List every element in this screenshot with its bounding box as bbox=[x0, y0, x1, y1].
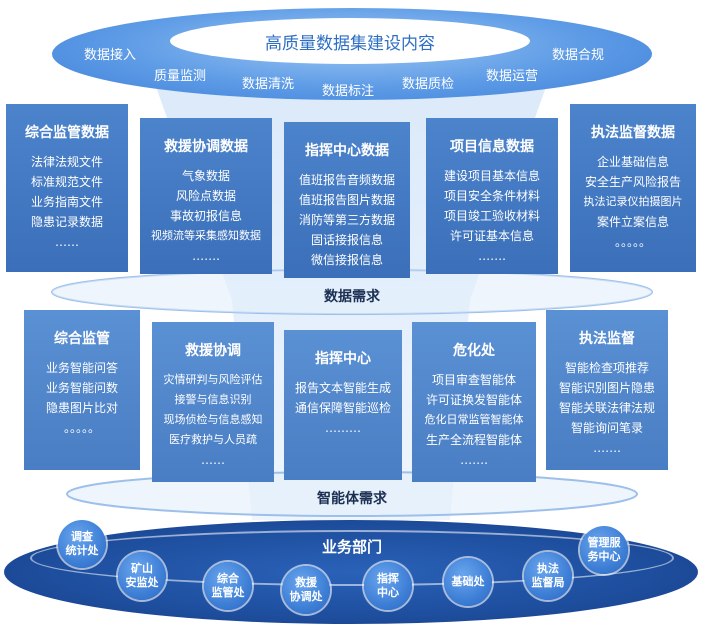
panel-line: 医疗救护与人员疏 bbox=[169, 433, 257, 446]
panel-line: 许可证基本信息 bbox=[449, 229, 534, 243]
panel-title: 执法监督 bbox=[579, 331, 635, 347]
panel-line: 建设项目基本信息 bbox=[443, 169, 540, 183]
panel-line: 通信保障智能巡检 bbox=[294, 401, 391, 415]
panel-line: 项目安全条件材料 bbox=[443, 189, 540, 203]
panel-line: 安全生产风险报告 bbox=[584, 175, 681, 189]
agent-panel-rescue: 救援协调 灾情研判与风险评估 接警与信息识别 现场侦检与信息感知 医疗救护与人员… bbox=[152, 322, 274, 482]
panel-line: 微信接报信息 bbox=[310, 253, 383, 267]
data-panel-rescue: 救援协调数据 气象数据 风险点数据 事故初报信息 视频流等采集感知数据 ……. bbox=[140, 118, 272, 274]
panel-line: ……. bbox=[192, 249, 220, 263]
panel-line: 企业基础信息 bbox=[596, 155, 669, 169]
panel-line: 固话接报信息 bbox=[310, 233, 383, 247]
dept-investigation-statistics: 调查 统计处 bbox=[58, 520, 106, 568]
panel-line: 。。。。。 bbox=[614, 235, 651, 249]
agent-requirements-label: 智能体需求 bbox=[317, 491, 387, 507]
dept-command-center: 指挥 中心 bbox=[364, 562, 412, 610]
panel-title: 执法监督数据 bbox=[591, 125, 675, 141]
panel-line: 执法记录仪拍摄图片 bbox=[583, 195, 683, 208]
panel-line: 智能识别图片隐患 bbox=[558, 381, 655, 395]
top-item-data-inspection: 数据质检 bbox=[402, 77, 455, 92]
dept-mine-safety: 矿山 安监处 bbox=[118, 552, 166, 600]
data-requirements-label: 数据需求 bbox=[324, 289, 380, 305]
panel-line: 隐患记录数据 bbox=[30, 215, 103, 229]
dept-label: 矿山 安监处 bbox=[125, 562, 159, 589]
panel-line: 事故初报信息 bbox=[169, 209, 242, 223]
panel-line: 业务智能问数 bbox=[45, 381, 118, 395]
dept-label: 救援 协调处 bbox=[289, 576, 323, 603]
dept-label: 综合 监管处 bbox=[211, 572, 245, 599]
panel-title: 指挥中心 bbox=[315, 351, 371, 367]
data-panel-enforcement: 执法监督数据 企业基础信息 安全生产风险报告 执法记录仪拍摄图片 案件立案信息 … bbox=[570, 104, 696, 272]
agent-panel-supervision: 综合监管 业务智能问答 业务智能问数 隐患图片比对 。。。。。 bbox=[24, 310, 140, 470]
panel-line: 法律法规文件 bbox=[30, 155, 103, 169]
panel-line: ……. bbox=[460, 453, 488, 467]
panel-title: 救援协调数据 bbox=[164, 139, 248, 155]
panel-line: 接警与信息识别 bbox=[174, 393, 252, 406]
panel-line: 许可证换发智能体 bbox=[425, 393, 522, 407]
panel-line: 危化日常监管智能体 bbox=[424, 413, 524, 426]
panel-line: 风险点数据 bbox=[175, 189, 236, 203]
panel-line: ……. bbox=[478, 249, 506, 263]
panel-line: 值班报告图片数据 bbox=[298, 193, 395, 207]
dept-label: 基础处 bbox=[451, 575, 485, 588]
panel-line: ……. bbox=[593, 441, 621, 455]
panel-line: 现场侦检与信息感知 bbox=[163, 413, 263, 426]
data-panel-command: 指挥中心数据 值班报告音频数据 值班报告图片数据 消防等第三方数据 固话接报信息… bbox=[284, 122, 410, 278]
top-item-data-access: 数据接入 bbox=[84, 48, 137, 63]
panel-line: 隐患图片比对 bbox=[45, 401, 118, 415]
panel-title: 危化处 bbox=[453, 343, 495, 359]
panel-line: 值班报告音频数据 bbox=[298, 173, 395, 187]
panel-title: 综合监管数据 bbox=[25, 125, 109, 141]
panel-line: 。。。。。 bbox=[63, 421, 100, 435]
panel-line: 案件立案信息 bbox=[596, 215, 669, 229]
panel-title: 指挥中心数据 bbox=[305, 143, 389, 159]
dept-comprehensive-supervision: 综合 监管处 bbox=[204, 562, 252, 610]
top-item-data-cleaning: 数据清洗 bbox=[242, 77, 295, 92]
dept-law-enforcement-bureau: 执法 监督局 bbox=[524, 552, 572, 600]
data-panel-supervision: 综合监管数据 法律法规文件 标准规范文件 业务指南文件 隐患记录数据 …… bbox=[6, 104, 128, 272]
panel-line: …… bbox=[55, 235, 79, 249]
panel-line: 业务指南文件 bbox=[30, 195, 103, 209]
panel-line: 标准规范文件 bbox=[30, 175, 103, 189]
panel-title: 综合监管 bbox=[54, 331, 110, 347]
dept-label: 执法 监督局 bbox=[531, 562, 565, 589]
agent-panel-hazchem: 危化处 项目审查智能体 许可证换发智能体 危化日常监管智能体 生产全流程智能体 … bbox=[412, 322, 536, 482]
panel-line: 业务智能问答 bbox=[45, 361, 118, 375]
panel-line: 项目审查智能体 bbox=[431, 373, 516, 387]
top-item-data-compliance: 数据合规 bbox=[552, 48, 605, 63]
content-title: 高质量数据集建设内容 bbox=[265, 33, 435, 54]
departments-title: 业务部门 bbox=[321, 538, 382, 556]
agent-panel-enforcement: 执法监督 智能检查项推荐 智能识别图片隐患 智能关联法律法规 智能询问笔录 ……… bbox=[546, 310, 668, 470]
panel-line: 生产全流程智能体 bbox=[425, 433, 522, 447]
panel-line: 气象数据 bbox=[181, 169, 230, 183]
panel-line: 视频流等采集感知数据 bbox=[151, 229, 261, 242]
agent-panel-command: 指挥中心 报告文本智能生成 通信保障智能巡检 ……… bbox=[284, 330, 402, 480]
top-item-quality-monitoring: 质量监测 bbox=[154, 69, 207, 84]
departments-ring bbox=[30, 530, 674, 586]
panel-line: 智能检查项推荐 bbox=[564, 361, 649, 375]
top-item-data-labeling: 数据标注 bbox=[322, 84, 375, 99]
panel-line: 智能关联法律法规 bbox=[558, 401, 655, 415]
panel-line: 报告文本智能生成 bbox=[294, 381, 391, 395]
content-title-area bbox=[170, 18, 530, 64]
panel-title: 项目信息数据 bbox=[450, 139, 534, 155]
panel-line: 灾情研判与风险评估 bbox=[163, 373, 263, 386]
dept-label: 指挥 中心 bbox=[377, 572, 399, 599]
panel-line: …… bbox=[201, 453, 225, 467]
top-item-data-operation: 数据运营 bbox=[486, 69, 539, 84]
panel-line: 消防等第三方数据 bbox=[298, 213, 395, 227]
dept-label: 调查 统计处 bbox=[65, 530, 99, 557]
dept-foundation: 基础处 bbox=[444, 558, 492, 606]
panel-line: ……… bbox=[325, 421, 361, 435]
dept-label: 管理服 务中心 bbox=[587, 536, 621, 563]
dept-rescue-coordination: 救援 协调处 bbox=[282, 566, 330, 614]
panel-line: 项目竣工验收材料 bbox=[443, 209, 540, 223]
dept-management-service-center: 管理服 务中心 bbox=[580, 526, 628, 574]
panel-line: 智能询问笔录 bbox=[570, 421, 643, 435]
panel-title: 救援协调 bbox=[185, 343, 241, 359]
data-panel-project: 项目信息数据 建设项目基本信息 项目安全条件材料 项目竣工验收材料 许可证基本信… bbox=[426, 118, 558, 274]
